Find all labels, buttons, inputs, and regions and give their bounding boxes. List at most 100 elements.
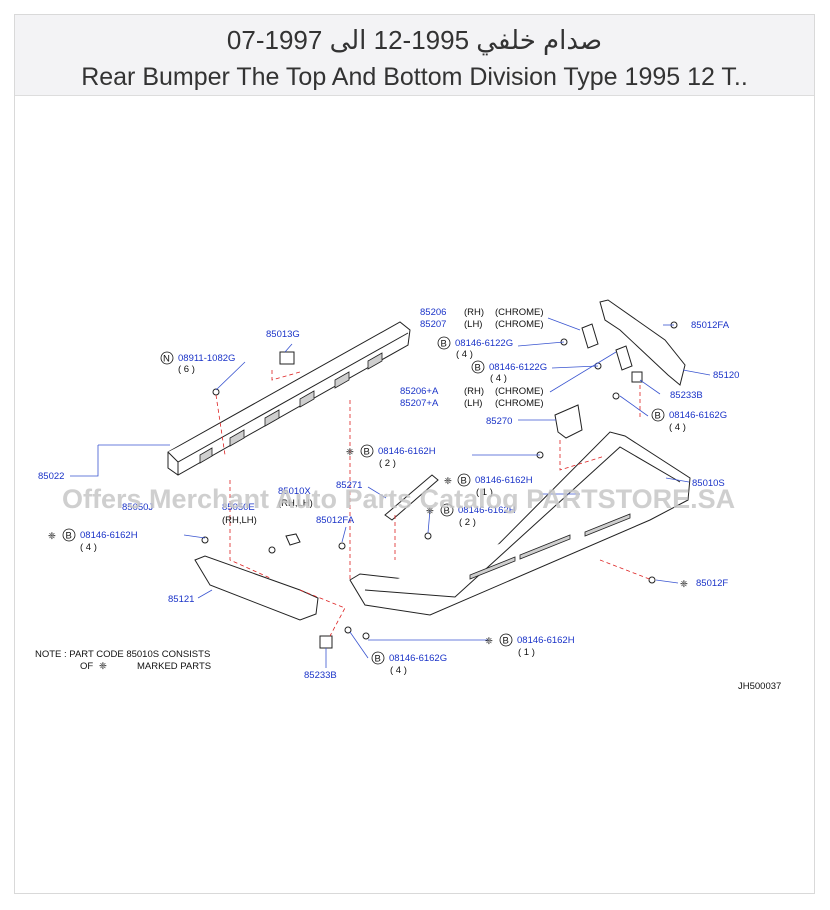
label-85207-side: (LH) [464, 319, 482, 330]
nut-n-badge [160, 351, 174, 365]
label-85120[interactable]: 85120 [713, 370, 739, 381]
label-qty-b2: ( 4 ) [490, 373, 507, 384]
bolt-b-badge [437, 336, 451, 350]
corner-piece-85121[interactable] [194, 555, 319, 621]
label-qty-n1: ( 6 ) [178, 364, 195, 375]
label-qty-b8: ( 1 ) [518, 647, 535, 658]
badge-letter-b: B [475, 363, 481, 374]
label-85012FA-top[interactable]: 85012FA [691, 320, 730, 331]
label-qty-b9: ( 4 ) [390, 665, 407, 676]
bolt-b-badge [499, 633, 513, 647]
label-bolt-08146-6162H-4[interactable]: 08146-6162H [80, 530, 138, 541]
label-85206[interactable]: 85206 [420, 307, 446, 318]
label-85010X[interactable]: 85010X [278, 486, 311, 497]
asterisk-mark: ❈ [426, 506, 434, 517]
title-english: Rear Bumper The Top And Bottom Division … [81, 63, 748, 91]
label-bolt-08146-6162H-2[interactable]: 08146-6162H [475, 475, 533, 486]
badge-letter-b: B [444, 506, 450, 517]
label-bolt-08146-6122G-1[interactable]: 08146-6122G [455, 338, 513, 349]
label-85206-finish: (CHROME) [495, 307, 544, 318]
label-85050J[interactable]: 85050J [122, 502, 153, 513]
stay-85206A[interactable] [615, 345, 633, 371]
label-bolt-08146-6162H-5[interactable]: 08146-6162H [517, 635, 575, 646]
watermark: Offers Merchant Auto Parts Catalog PARTS… [62, 484, 735, 514]
label-85010X-side: (RH,LH) [278, 498, 313, 509]
clip-85233B-bottom[interactable] [319, 635, 333, 649]
diagram-frame [14, 14, 815, 894]
label-85206A[interactable]: 85206+A [400, 386, 439, 397]
label-qty-b3: ( 4 ) [669, 422, 686, 433]
label-85050E-side: (RH,LH) [222, 515, 257, 526]
badge-letter-b: B [66, 531, 72, 542]
diagram-code: JH500037 [738, 681, 781, 692]
corner-piece-85120[interactable] [599, 299, 686, 386]
badge-letter-b: B [461, 476, 467, 487]
label-nut-08911-1082G[interactable]: 08911-1082G [178, 353, 235, 364]
grommet-85010X[interactable] [285, 533, 301, 546]
label-85206-side: (RH) [464, 307, 484, 318]
bolt-b-badge [471, 360, 485, 374]
asterisk-mark: ❈ [485, 636, 493, 647]
bumper-cover-85010S[interactable] [349, 431, 691, 616]
title-bar: صدام خلفي 1995-12 الى 1997-07 Rear Bumpe… [15, 15, 814, 96]
bolt-b-badge [440, 503, 454, 517]
bolt-b-badge [62, 528, 76, 542]
asterisk-mark: ❈ [346, 447, 354, 458]
label-bolt-08146-6122G-2[interactable]: 08146-6122G [489, 362, 547, 373]
label-85012FA-mid[interactable]: 85012FA [316, 515, 355, 526]
badge-letter-n: N [163, 354, 170, 365]
badge-letter-b: B [441, 339, 447, 350]
label-85271[interactable]: 85271 [336, 480, 362, 491]
note-line-2: OF [80, 661, 93, 672]
bolt-b-badge [651, 408, 665, 422]
label-85207A-finish: (CHROME) [495, 398, 544, 409]
label-85207A[interactable]: 85207+A [400, 398, 439, 409]
clip-85233B-top[interactable] [631, 371, 643, 383]
bolt-b-badge [457, 473, 471, 487]
bolt-b-badge [371, 651, 385, 665]
note-line-3: MARKED PARTS [137, 661, 211, 672]
label-bolt-08146-6162G-1[interactable]: 08146-6162G [669, 410, 727, 421]
label-85206A-finish: (CHROME) [495, 386, 544, 397]
label-bolt-08146-6162G-2[interactable]: 08146-6162G [389, 653, 447, 664]
bolt-b-badge [360, 444, 374, 458]
pad-85013G[interactable] [279, 351, 295, 365]
label-qty-b1: ( 4 ) [456, 349, 473, 360]
label-85012F[interactable]: 85012F [696, 578, 728, 589]
label-85270[interactable]: 85270 [486, 416, 512, 427]
reinforcement-beam-85022[interactable] [167, 321, 411, 476]
label-85207[interactable]: 85207 [420, 319, 446, 330]
bracket-85271[interactable] [384, 474, 439, 521]
label-qty-b6: ( 2 ) [459, 517, 476, 528]
badge-letter-b: B [655, 411, 661, 422]
label-qty-b4: ( 2 ) [379, 458, 396, 469]
label-bolt-08146-6162H-3[interactable]: 08146-6162H [458, 505, 516, 516]
title-arabic: صدام خلفي 1995-12 الى 1997-07 [226, 25, 603, 55]
bracket-85270[interactable] [554, 404, 583, 439]
label-85010S[interactable]: 85010S [692, 478, 725, 489]
label-qty-b7: ( 4 ) [80, 542, 97, 553]
label-85013G[interactable]: 85013G [266, 329, 300, 340]
assembly-dashed-lines [215, 370, 653, 637]
label-85121[interactable]: 85121 [168, 594, 194, 605]
asterisk-mark: ❈ [444, 476, 452, 487]
note-line-1: NOTE : PART CODE 85010S CONSISTS [35, 649, 210, 660]
badge-letter-b: B [364, 447, 370, 458]
badge-letter-b: B [503, 636, 509, 647]
label-85207A-side: (LH) [464, 398, 482, 409]
asterisk-mark: ❈ [680, 579, 688, 590]
label-85022[interactable]: 85022 [38, 471, 64, 482]
label-85050E[interactable]: 85050E [222, 502, 255, 513]
label-qty-b5: ( 1 ) [476, 487, 493, 498]
label-85207-finish: (CHROME) [495, 319, 544, 330]
label-85233B-bottom[interactable]: 85233B [304, 670, 337, 681]
label-85233B-top[interactable]: 85233B [670, 390, 703, 401]
badge-letter-b: B [375, 654, 381, 665]
stay-85206[interactable] [581, 323, 599, 349]
label-85206A-side: (RH) [464, 386, 484, 397]
label-bolt-08146-6162H-1[interactable]: 08146-6162H [378, 446, 436, 457]
leader-lines [70, 317, 711, 668]
asterisk-mark: ❈ [48, 531, 56, 542]
asterisk-mark: ❈ [99, 661, 107, 672]
